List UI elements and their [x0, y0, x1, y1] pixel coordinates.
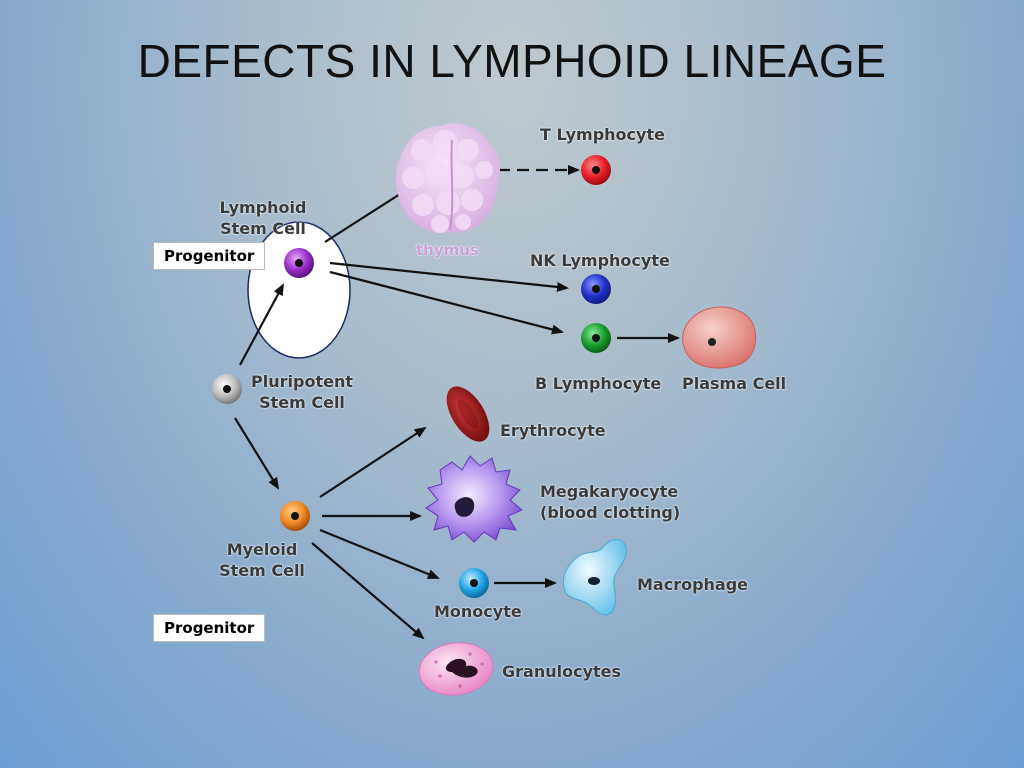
- megakaryocyte-label: Megakaryocyte (blood clotting): [540, 482, 681, 522]
- macrophage-label: Macrophage: [637, 575, 749, 594]
- myeloid-stem-cell-label: Myeloid Stem Cell: [219, 540, 305, 580]
- plasma-cell-label: Plasma Cell: [682, 374, 787, 393]
- nk-lymphocyte-label: NK Lymphocyte: [530, 251, 670, 270]
- nk-lymphocyte-cell: [581, 274, 611, 304]
- thymus-label: thymus: [416, 241, 479, 259]
- arrow-myeloid-to-granulocytes: [311, 542, 425, 640]
- t-lymphocyte-label: T Lymphocyte: [540, 125, 665, 144]
- macrophage-cell: [563, 539, 627, 616]
- arrow-pluripotent-to-myeloid: [234, 417, 280, 490]
- b-lymphocyte-cell: [581, 323, 611, 353]
- plasma-cell: [682, 306, 756, 369]
- granulocyte-cell: [418, 642, 494, 696]
- pluripotent-stem-cell-label: Pluripotent Stem Cell: [251, 372, 353, 412]
- progenitor-label-myeloid: Progenitor: [153, 614, 266, 642]
- monocyte-label: Monocyte: [434, 602, 522, 621]
- lymphoid-progenitor-ellipse: [247, 221, 351, 359]
- slide-title: DEFECTS IN LYMPHOID LINEAGE: [137, 35, 887, 87]
- b-lymphocyte-label: B Lymphocyte: [535, 374, 662, 393]
- myeloid-stem-cell: [280, 501, 310, 531]
- arrow-lymphoid-to-nk: [329, 261, 569, 292]
- megakaryocyte-cell: [425, 455, 523, 543]
- progenitor-label-lymphoid: Progenitor: [153, 242, 266, 270]
- erythrocyte-cell: [446, 386, 490, 442]
- arrow-myeloid-to-erythrocyte: [319, 426, 427, 498]
- lineage-arrows: [234, 165, 680, 640]
- arrow-pluripotent-to-lymphoid: [239, 283, 284, 366]
- arrow-myeloid-to-monocyte: [319, 528, 440, 580]
- t-lymphocyte-cell: [581, 155, 611, 185]
- lymphoid-stem-cell: [284, 248, 314, 278]
- monocyte-cell: [459, 568, 489, 598]
- pluripotent-stem-cell: [212, 374, 242, 404]
- erythrocyte-label: Erythrocyte: [500, 421, 606, 440]
- thymus-organ: [395, 123, 500, 233]
- lymphoid-stem-cell-label: Lymphoid Stem Cell: [219, 198, 307, 238]
- granulocytes-label: Granulocytes: [502, 662, 622, 681]
- arrow-lymphoid-to-b: [329, 270, 564, 335]
